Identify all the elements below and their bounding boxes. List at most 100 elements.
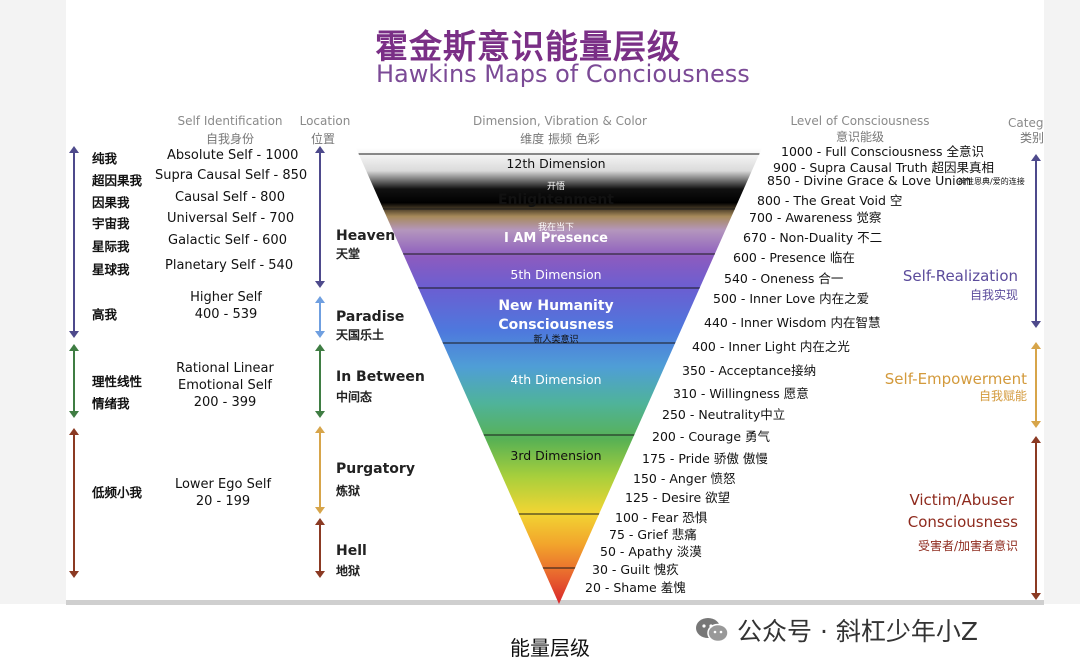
category-self-empowerment: Self-Empowerment (884, 370, 1027, 388)
category-victim-cn: 受害者/加害者意识 (917, 539, 1018, 553)
arrowhead-up (69, 146, 79, 153)
location-hell-cn: 地狱 (336, 564, 361, 578)
level-label: 540 - Oneness 合一 (724, 271, 844, 286)
level-label: 1000 - Full Consciousness 全意识 (781, 144, 984, 159)
level-label: 200 - Courage 勇气 (652, 429, 771, 444)
arrowhead-down (315, 571, 325, 578)
arrowhead-up (69, 344, 79, 351)
higher-self-cn: 高我 (92, 307, 118, 322)
dim-consciousness: Consciousness (498, 317, 614, 333)
self-cn-5: 星际我 (92, 239, 130, 254)
self-cn-4: 宇宙我 (92, 216, 130, 231)
triangle-fill (356, 148, 762, 604)
level-label: 350 - Acceptance接纳 (682, 363, 817, 378)
dim-iam-cn: 我在当下 (537, 223, 574, 233)
lower-ego-en: Lower Ego Self (174, 477, 272, 492)
header-category-en: Categ (1008, 116, 1044, 130)
location-purgatory-cn: 炼狱 (336, 484, 361, 498)
location-in-between: In Between (336, 369, 425, 385)
level-label: 150 - Anger 愤怒 (633, 471, 736, 486)
level-label: 600 - Presence 临在 (733, 250, 855, 265)
self-cn-6: 星球我 (92, 262, 130, 277)
level-label: 100 - Fear 恐惧 (615, 510, 708, 525)
arrowhead-up (315, 344, 325, 351)
level-label: 125 - Desire 欲望 (625, 490, 731, 505)
arrowhead-up (315, 146, 325, 153)
dim-enlightenment: Enlightenment (497, 192, 614, 208)
dim-iam-presence: I AM Presence (504, 231, 608, 246)
arrowhead-down (1031, 421, 1041, 428)
wechat-icon (696, 618, 729, 643)
self-en-1: Absolute Self - 1000 (167, 148, 299, 163)
self-cn-1: 纯我 (92, 151, 118, 166)
arrowhead-up (1031, 342, 1041, 349)
arrowhead-down (1031, 321, 1041, 328)
self-cn-2: 超因果我 (92, 173, 143, 188)
level-label: 400 - Inner Light 内在之光 (692, 339, 850, 354)
dim-new-humanity: New Humanity (498, 298, 614, 314)
title-chinese: 霍金斯意识能量层级 (375, 27, 681, 66)
level-label: 440 - Inner Wisdom 内在智慧 (704, 315, 881, 330)
self-en-4: Universal Self - 700 (167, 211, 295, 226)
lower-ego-range: 20 - 199 (195, 494, 251, 509)
image-caption: 能量层级 (510, 636, 590, 660)
location-purgatory: Purgatory (336, 461, 415, 477)
rational-en-2: Emotional Self (178, 378, 272, 393)
dim-3rd: 3rd Dimension (510, 448, 602, 463)
level-label: 800 - The Great Void 空 (757, 193, 903, 208)
dim-4th: 4th Dimension (510, 372, 602, 387)
dim-new-humanity-cn: 新人类意识 (533, 335, 579, 345)
higher-self-en: Higher Self (190, 290, 262, 305)
location-heaven: Heaven (336, 228, 396, 244)
rational-cn-2: 情绪我 (92, 396, 130, 411)
arrowhead-down (1031, 593, 1041, 600)
arrowhead-down (69, 411, 79, 418)
dim-5th: 5th Dimension (510, 267, 602, 282)
rational-cn-1: 理性线性 (92, 374, 143, 389)
dim-12th: 12th Dimension (506, 156, 606, 171)
arrowhead-down (315, 507, 325, 514)
location-paradise: Paradise (336, 309, 405, 325)
watermark: 公众号 · 斜杠少年小Z (695, 612, 978, 648)
location-heaven-cn: 天堂 (336, 247, 361, 261)
location-hell: Hell (336, 543, 367, 559)
level-label: 175 - Pride 骄傲 傲慢 (642, 451, 768, 466)
header-self-en: Self Identification (177, 114, 283, 128)
level-label: 75 - Grief 悲痛 (609, 527, 697, 542)
rational-range: 200 - 399 (193, 395, 257, 410)
higher-self-range: 400 - 539 (194, 307, 258, 322)
category-victim-consciousness: Consciousness (907, 513, 1018, 531)
header-category-cn: 类别 (1020, 131, 1044, 145)
arrowhead-down (69, 331, 79, 338)
image-bottom-edge (66, 600, 1044, 605)
header-dimension-cn: 维度 振频 色彩 (520, 132, 600, 146)
arrowhead-down (315, 411, 325, 418)
level-label: 310 - Willingness 愿意 (673, 386, 809, 401)
arrowhead-up (315, 518, 325, 525)
level-label: 850 - Divine Grace & Love Union (767, 173, 972, 188)
level-label: 900 - Supra Causal Truth 超因果真相 (773, 160, 994, 175)
lower-ego-cn: 低频小我 (92, 485, 143, 500)
level-label: 250 - Neutrality中立 (662, 407, 786, 422)
header-dimension-en: Dimension, Vibration & Color (473, 114, 647, 128)
arrowhead-down (315, 331, 325, 338)
category-self-empowerment-cn: 自我赋能 (978, 389, 1027, 403)
consciousness-triangle (356, 148, 762, 604)
location-in-between-cn: 中间态 (336, 390, 373, 404)
header-self-cn: 自我身份 (205, 132, 254, 146)
arrowhead-down (315, 281, 325, 288)
arrowhead-up (315, 296, 325, 303)
level-850-cn: 神性恩典/爱的连接 (958, 177, 1025, 186)
arrowhead-up (1031, 154, 1041, 161)
arrowhead-down (69, 571, 79, 578)
self-en-3: Causal Self - 800 (175, 190, 285, 205)
self-en-5: Galactic Self - 600 (168, 233, 287, 248)
category-self-realization-cn: 自我实现 (969, 288, 1018, 302)
header-level-en: Level of Consciousness (790, 114, 930, 128)
watermark-text: 公众号 · 斜杠少年小Z (737, 617, 978, 646)
level-label: 30 - Guilt 愧疚 (592, 562, 679, 577)
category-self-realization: Self-Realization (902, 267, 1018, 285)
rational-en-1: Rational Linear (176, 361, 274, 376)
arrowhead-up (315, 426, 325, 433)
